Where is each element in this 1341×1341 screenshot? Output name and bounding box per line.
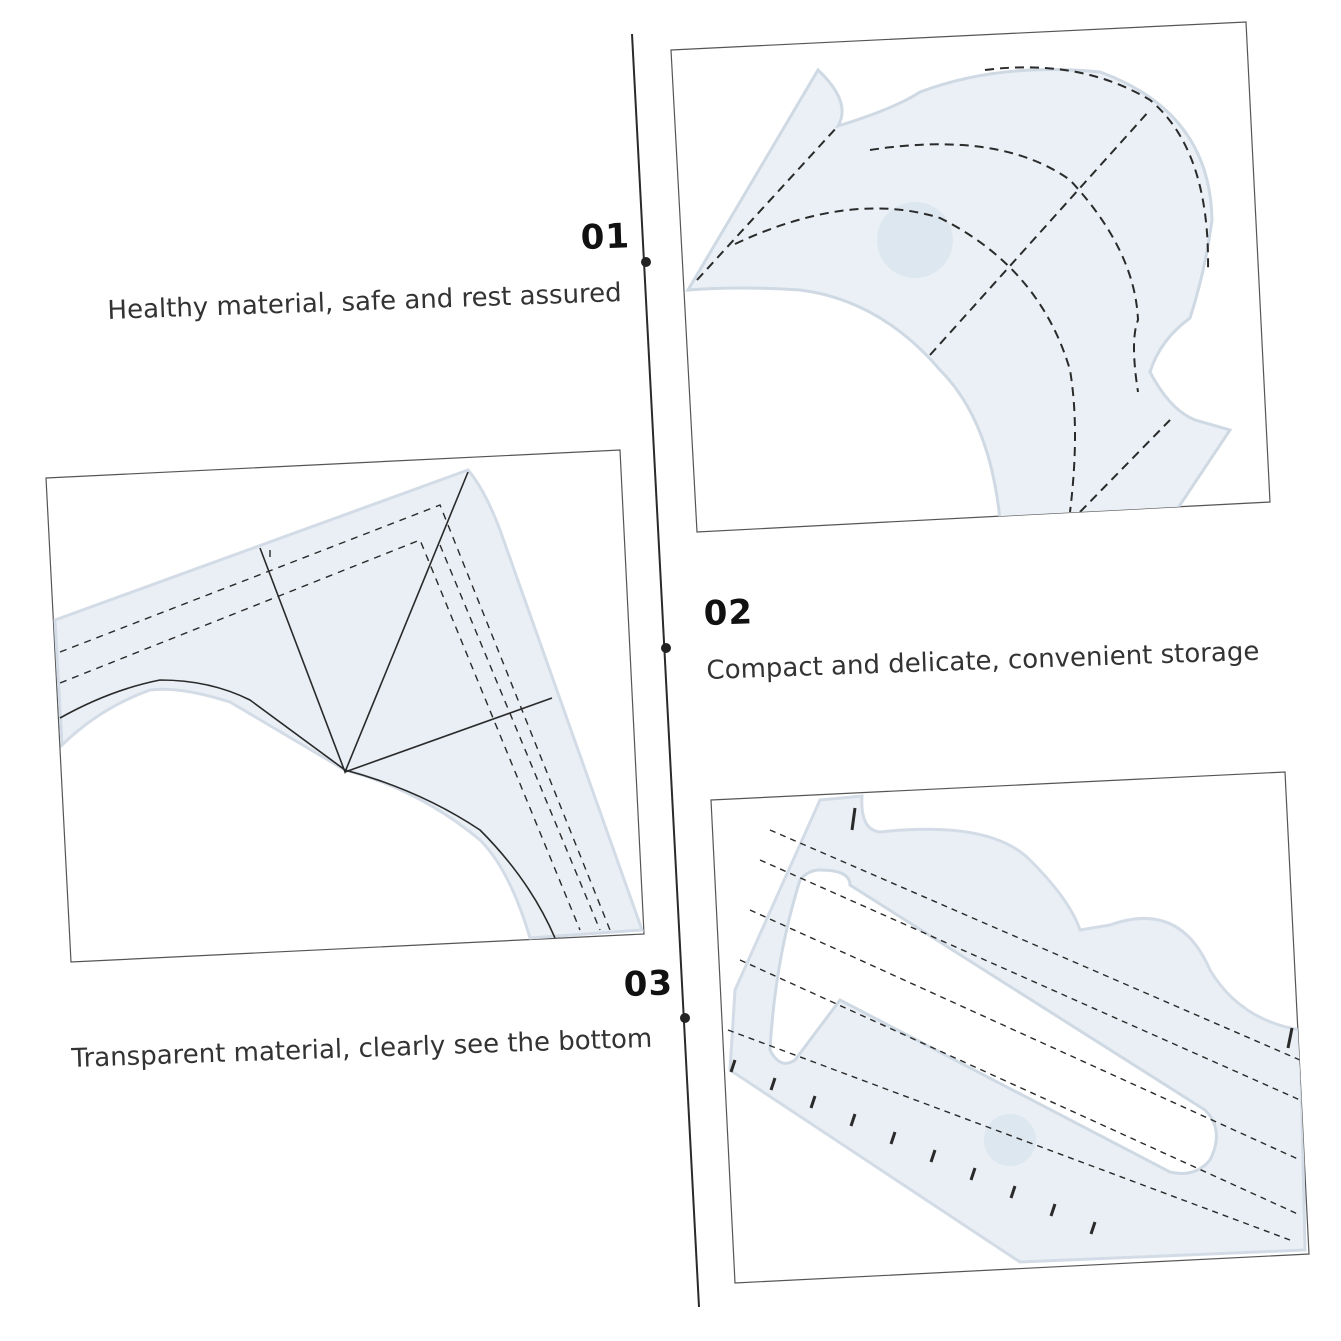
feature-03-marker — [680, 1013, 690, 1023]
ruler-photo-right-angle — [45, 449, 645, 963]
feature-02-number: 02 — [703, 592, 754, 634]
feature-02-marker — [661, 643, 671, 653]
feature-01-number: 01 — [580, 216, 631, 258]
vertical-divider-line — [631, 33, 700, 1308]
ruler-photo-curved — [670, 21, 1271, 533]
feature-01-marker — [641, 257, 651, 267]
ruler-photo-slotted — [710, 771, 1310, 1284]
feature-03-number: 03 — [623, 963, 674, 1005]
